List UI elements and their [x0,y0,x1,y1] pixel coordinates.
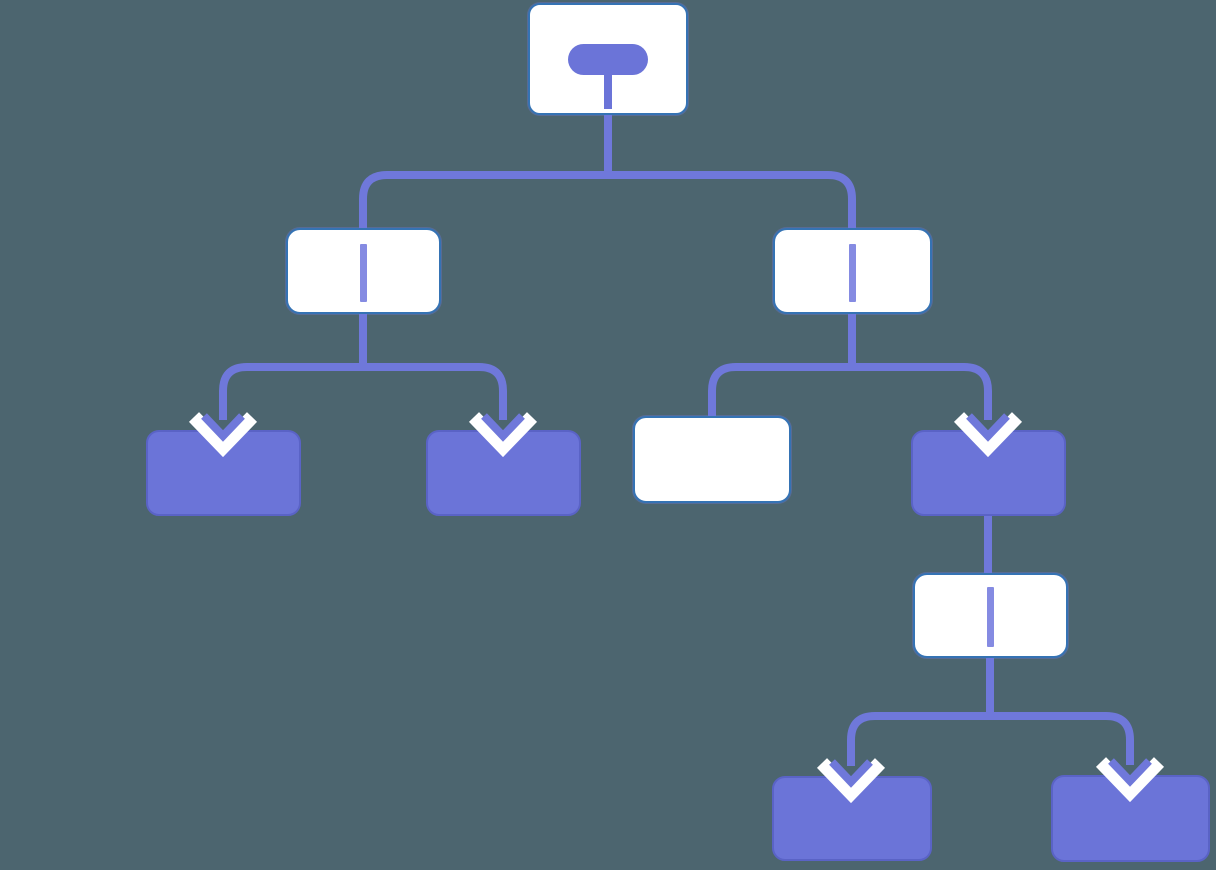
pass-through-line [987,587,994,647]
node-target-mid[interactable] [911,430,1066,516]
connector-bottom-tee [847,712,1134,766]
node-branch-right[interactable] [773,228,932,314]
node-branch-lower[interactable] [913,573,1068,658]
pass-through-line [360,244,367,302]
node-step-plain[interactable] [633,416,791,503]
node-branch-left[interactable] [286,228,441,314]
pass-through-line [849,244,856,302]
node-leaf-left-1[interactable] [146,430,301,516]
connector-left-tee [219,363,507,420]
start-pill-shape [568,44,648,75]
node-start[interactable] [528,3,688,115]
start-pill-stem [604,73,612,109]
node-leaf-left-2[interactable] [426,430,581,516]
node-leaf-bottom-1[interactable] [772,776,932,861]
node-leaf-bottom-2[interactable] [1051,775,1210,862]
